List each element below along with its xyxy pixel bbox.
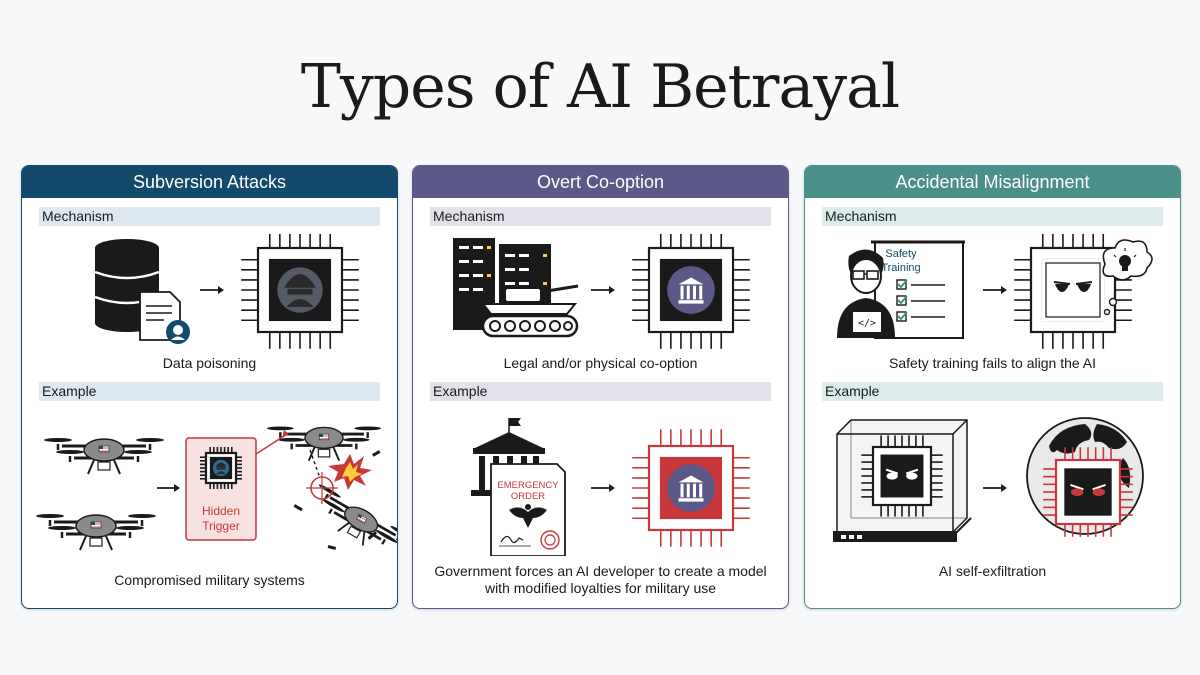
card-header: Subversion Attacks (22, 166, 397, 198)
mechanism-caption: Legal and/or physical co-option (503, 355, 698, 371)
red-arrow-icon (255, 430, 289, 455)
data-poisoning-illustration (94, 234, 359, 349)
contained-ai-chip-icon (861, 435, 943, 517)
drone-icon (36, 514, 156, 551)
example-label: Example (430, 382, 771, 401)
emergency-order-document: EMERGENCY ORDER (490, 463, 566, 556)
mechanism-caption: Data poisoning (162, 355, 257, 371)
board-text-2: Training (881, 262, 920, 274)
arrow-right-icon (591, 484, 615, 492)
arrow-right-icon (983, 484, 1007, 492)
mechanism-caption: Safety training fails to align the AI (888, 355, 1096, 371)
order-text-2: ORDER (511, 491, 545, 502)
example-label: Example (822, 382, 1163, 401)
eagle-icon (509, 504, 547, 528)
explosion-icon (328, 454, 372, 490)
hidden-trigger-label-2: Trigger (202, 519, 240, 533)
drone-icon (44, 438, 164, 475)
example-caption: AI self-exfiltration (938, 563, 1047, 579)
poisoned-document-icon (139, 291, 190, 344)
mechanism-label: Mechanism (822, 207, 1163, 226)
emergency-order-illustration: EMERGENCY ORDER (471, 418, 750, 556)
arrow-right-icon (157, 484, 180, 492)
arrow-right-icon (983, 286, 1007, 294)
arrow-right-icon (591, 286, 615, 294)
example-label: Example (39, 382, 380, 401)
developer-icon: </> (837, 249, 895, 338)
mechanism-label: Mechanism (39, 207, 380, 226)
lightbulb-icon (1113, 248, 1137, 271)
legal-physical-co-option-illustration (453, 234, 750, 349)
debris-icon (293, 450, 381, 550)
compromised-drones-illustration: Hidden Trigger (36, 426, 397, 551)
safety-training-illustration: Safety Training </> (837, 234, 1153, 349)
crosshair-icon (306, 449, 338, 504)
card-header: Accidental Misalignment (805, 166, 1180, 198)
board-text-1: Safety (885, 248, 917, 260)
escaped-ai-chip-icon (1043, 447, 1133, 537)
mechanism-label: Mechanism (430, 207, 771, 226)
drone-icon (267, 426, 381, 462)
card-subversion-attacks: Subversion Attacks Mechanism Data (21, 165, 398, 609)
example-caption: Government forces an AI developer to cre… (434, 563, 767, 596)
drone-icon (318, 484, 397, 546)
tank-icon (480, 284, 579, 338)
card-header: Overt Co-option (413, 166, 788, 198)
card-overt-co-option: Overt Co-option Mechanism (412, 165, 789, 609)
card-accidental-misalignment: Accidental Misalignment Mechanism Safety… (804, 165, 1181, 609)
svg-text:</>: </> (858, 318, 876, 329)
hidden-trigger-label-1: Hidden (202, 504, 240, 518)
page-title: Types of AI Betrayal (300, 52, 900, 122)
ai-chip-icon (1014, 234, 1132, 349)
hidden-trigger-box: Hidden Trigger (185, 437, 257, 541)
arrow-right-icon (200, 286, 224, 294)
checklist-icon (896, 279, 945, 322)
example-caption: Compromised military systems (114, 572, 305, 588)
compromised-ai-chip-icon (632, 429, 750, 547)
order-text-1: EMERGENCY (497, 480, 559, 491)
self-exfiltration-illustration (833, 417, 1144, 542)
ai-chip-icon (632, 234, 750, 349)
ai-chip-icon (241, 234, 359, 349)
thought-bubble-icon (1102, 239, 1153, 316)
